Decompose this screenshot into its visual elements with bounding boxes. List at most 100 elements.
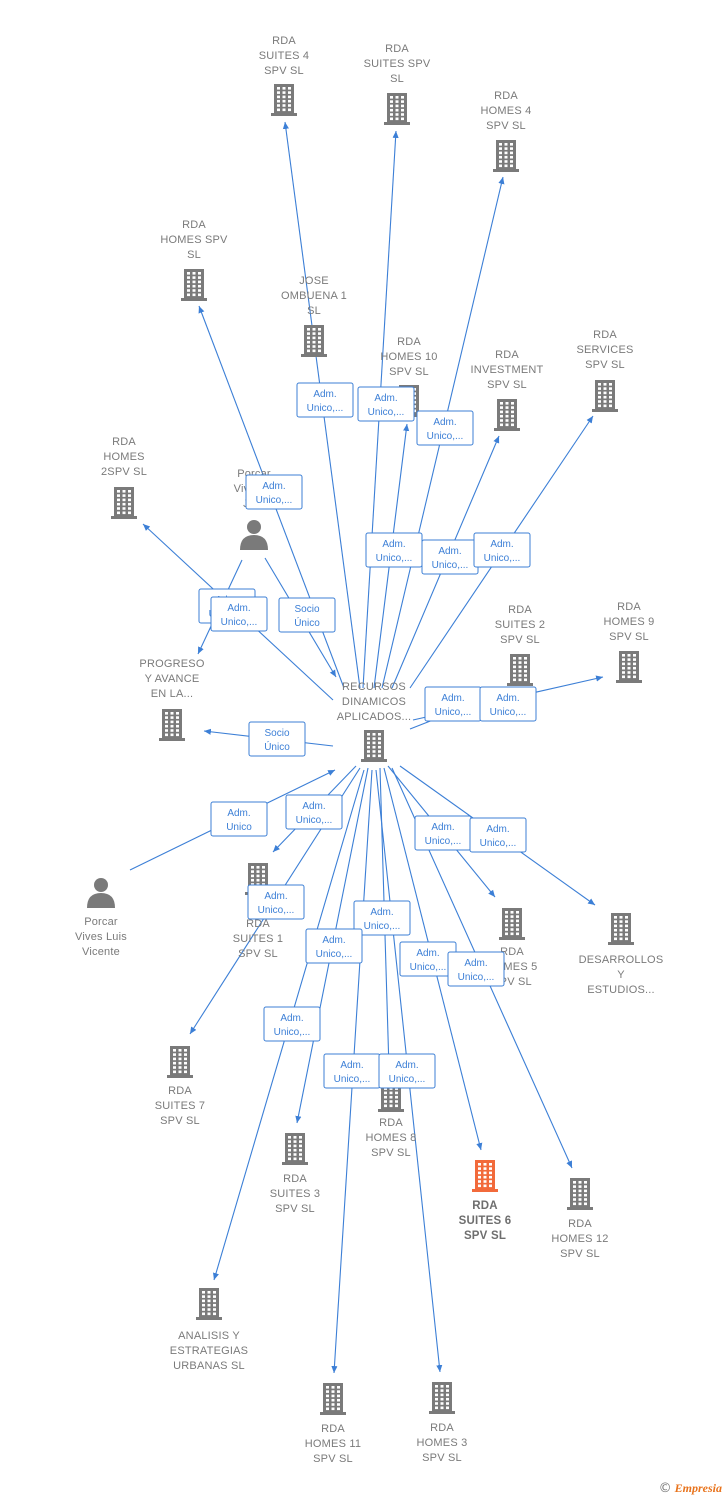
building-window <box>390 104 393 108</box>
company-node-desarrollos[interactable]: DESARROLLOSYESTUDIOS... <box>579 913 664 996</box>
edge-label[interactable]: Adm.Unico,... <box>296 382 354 418</box>
building-window <box>395 108 399 112</box>
building-window <box>202 1312 205 1316</box>
building-window <box>395 1100 398 1103</box>
building-window <box>122 511 126 515</box>
building-window <box>173 1070 176 1074</box>
building-window <box>609 404 612 408</box>
edge-label[interactable]: Adm.Unico,... <box>421 539 479 575</box>
building-base <box>111 516 137 519</box>
edge-label[interactable]: Adm.Unico,... <box>365 532 423 568</box>
building-window <box>622 675 625 679</box>
edge-label[interactable]: Adm.Unico,... <box>414 815 472 851</box>
building-window <box>122 494 126 497</box>
building-window <box>331 1403 335 1406</box>
building-window <box>627 662 631 666</box>
building-window <box>389 1095 393 1099</box>
edge-label[interactable]: Adm.Unico,... <box>447 951 505 987</box>
building-window <box>277 104 280 107</box>
building-base <box>493 169 519 172</box>
building-window <box>288 95 291 99</box>
building-window <box>307 328 310 331</box>
building-window <box>288 1144 291 1148</box>
building-window <box>170 712 174 715</box>
company-node-center[interactable]: RECURSOSDINAMICOSAPLICADOS... <box>337 681 412 762</box>
edge-label[interactable]: Adm.Unico,... <box>479 686 537 722</box>
building-window <box>573 1193 576 1197</box>
edge-label[interactable]: Adm. Unico <box>210 801 268 837</box>
building-window <box>614 920 617 923</box>
building-window <box>510 151 513 155</box>
building-base <box>282 1162 308 1165</box>
building-window <box>584 1189 587 1193</box>
building-window <box>288 1157 291 1161</box>
edge-label[interactable]: Adm.Unico,... <box>357 386 415 422</box>
edge-label-box <box>248 721 306 757</box>
edge-label-text: Adm. <box>227 808 250 819</box>
building-window <box>192 289 196 292</box>
node-label-homes12: RDA <box>568 1218 592 1230</box>
edge-label[interactable]: Adm.Unico,... <box>424 686 482 722</box>
building-window <box>524 657 527 660</box>
building-window <box>384 1087 387 1090</box>
building-window <box>213 1312 216 1316</box>
building-window <box>516 919 519 923</box>
building-window <box>198 289 201 292</box>
building-window <box>277 108 280 112</box>
building-window <box>500 414 503 418</box>
building-window <box>318 332 321 335</box>
edge-label[interactable]: Adm.Unico,... <box>416 410 474 446</box>
edge-label[interactable]: Adm.Unico,... <box>305 928 363 964</box>
building-window <box>598 400 601 403</box>
building-window <box>165 733 168 737</box>
edge-label[interactable]: Adm.Unico,... <box>247 884 305 920</box>
building-window <box>435 1389 438 1392</box>
edge-label-text: Unico <box>226 822 252 833</box>
building-window <box>505 402 509 405</box>
edge-label-box <box>353 900 411 936</box>
person-body <box>87 893 115 908</box>
building-window <box>499 155 502 159</box>
building-window <box>213 1303 216 1307</box>
edge-label[interactable]: Adm.Unico,... <box>378 1053 436 1089</box>
building-window <box>483 1171 487 1175</box>
node-label-homes12: SPV SL <box>560 1248 600 1260</box>
edge-label[interactable]: Adm.Unico,... <box>263 1006 321 1042</box>
edge-label[interactable]: Adm.Unico,... <box>210 596 268 632</box>
building-window <box>511 410 514 414</box>
edge-label[interactable]: Adm.Unico,... <box>353 900 411 936</box>
edge-label-text: Unico,... <box>480 838 517 849</box>
edge-label[interactable]: Adm.Unico,... <box>469 817 527 853</box>
building-window <box>282 87 286 90</box>
edge-label[interactable]: Adm.Unico,... <box>473 532 531 568</box>
building-window <box>198 280 201 284</box>
edge-label[interactable]: Adm.Unico,... <box>245 474 303 510</box>
edge-label[interactable]: Adm.Unico,... <box>323 1053 381 1089</box>
building-window <box>337 1407 340 1411</box>
building-window <box>598 391 601 395</box>
edge-label[interactable]: Adm.Unico,... <box>285 794 343 830</box>
